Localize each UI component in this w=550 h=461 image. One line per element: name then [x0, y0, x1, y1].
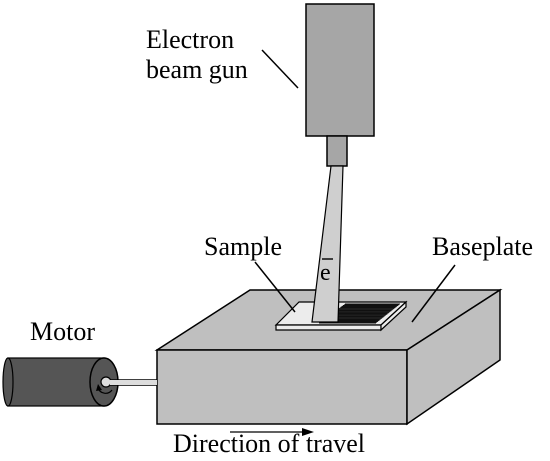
electron-beam-gun	[305, 3, 375, 167]
sample-side-edge	[380, 300, 407, 332]
gun-nozzle	[326, 135, 348, 167]
baseplate-leader-line	[411, 264, 456, 323]
sample-leader-line	[254, 261, 296, 313]
sample-front-edge	[275, 324, 382, 331]
baseplate-block	[154, 288, 503, 426]
sample-label: Sample	[204, 232, 282, 261]
motor-shaft-hub	[100, 376, 112, 388]
motor-left-cap	[2, 357, 14, 407]
motor-shaft-fill	[110, 380, 157, 385]
electron-beam-cone	[311, 165, 344, 323]
electron-symbol: e	[320, 260, 331, 286]
rotation-arrow-head	[96, 384, 102, 391]
direction-label: Direction of travel	[173, 429, 365, 458]
gun-label-line1: Electron	[146, 25, 234, 54]
motor	[2, 357, 119, 407]
motor-label: Motor	[30, 317, 95, 346]
baseplate-label: Baseplate	[432, 232, 533, 261]
gun-body	[305, 3, 375, 137]
gun-label-line2: beam gun	[146, 55, 248, 84]
baseplate-side-face	[406, 288, 501, 426]
direction-arrow-head	[302, 428, 314, 436]
baseplate-front-face	[156, 349, 408, 425]
gun-leader-line	[261, 49, 299, 89]
